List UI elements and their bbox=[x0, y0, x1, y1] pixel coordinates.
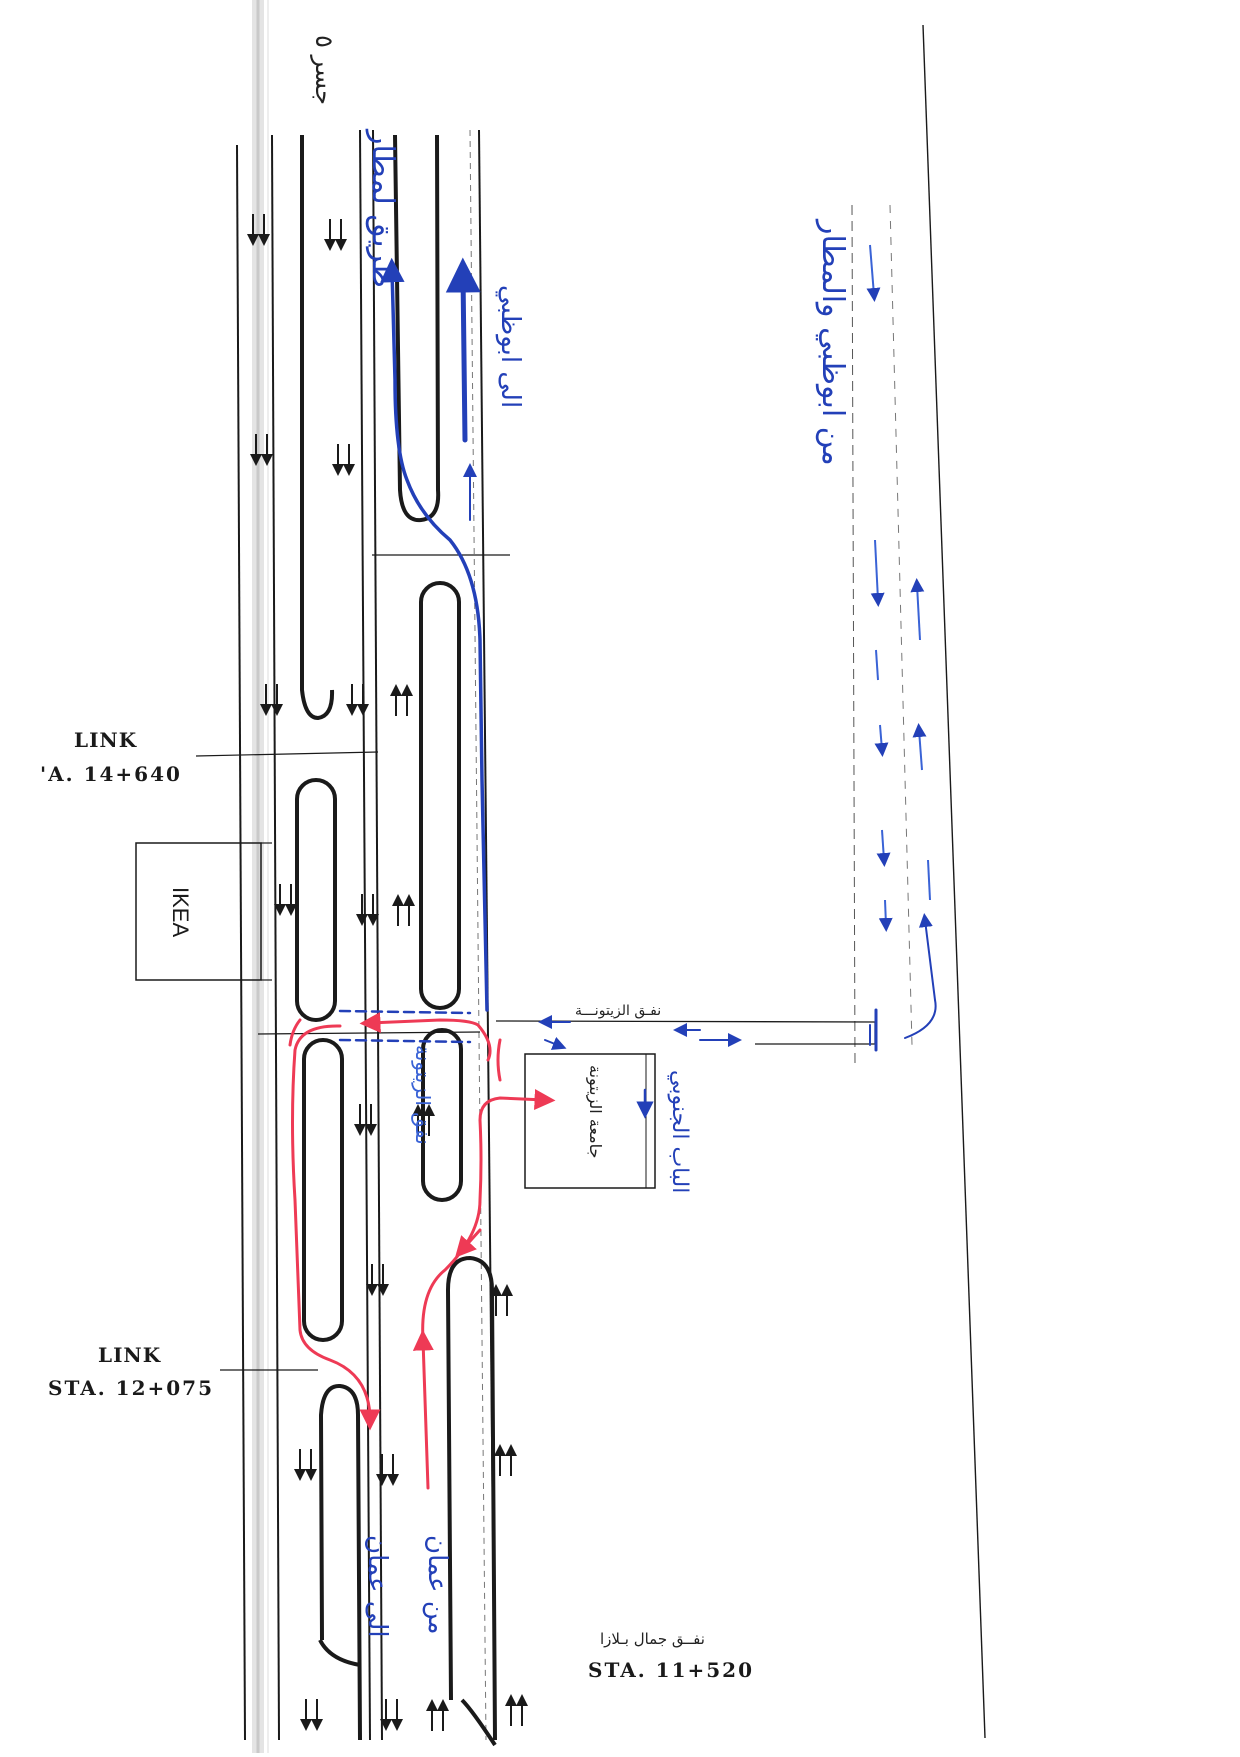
to-airport-label: طريق لمطار bbox=[365, 130, 400, 289]
right-road-edge-line bbox=[851, 204, 856, 1066]
from-amman-label: من عمان bbox=[422, 1535, 452, 1635]
link-14640-station: 'A. 14+640 bbox=[40, 762, 182, 786]
link-12075-station: STA. 12+075 bbox=[48, 1376, 215, 1400]
link-14640-title: LINK bbox=[74, 728, 138, 752]
zaytouna-tunnel-road bbox=[495, 1020, 876, 1045]
university-building bbox=[524, 1053, 656, 1189]
from-abu-dhabi-airport-label: من ابوظبي والمطار bbox=[815, 220, 850, 466]
to-abu-dhabi-label: الى ابوظبي bbox=[495, 285, 525, 409]
route-to-airport bbox=[380, 257, 489, 1012]
route-straight-north bbox=[445, 257, 481, 443]
bridge-5-label: جسر ٥ bbox=[310, 35, 338, 106]
zaytouna-tunnel-label: نفـق الزيتونـــة bbox=[575, 1003, 662, 1019]
bottom-station: STA. 11+520 bbox=[588, 1658, 755, 1682]
route-university-to-amman bbox=[359, 1012, 492, 1062]
ikea-label: IKEA bbox=[168, 887, 193, 938]
road-edges bbox=[236, 129, 496, 1741]
tunnel-dashed-bottom bbox=[338, 1038, 472, 1044]
zaytouna-tunnel-ink-label: نفق الزيتونة bbox=[411, 1045, 435, 1145]
lane-arrow-group bbox=[247, 214, 528, 1731]
right-side-traffic-arrows bbox=[866, 244, 931, 932]
to-amman-label: الى عمان bbox=[362, 1535, 392, 1638]
southern-gate-label: الباب الجنوبي bbox=[667, 1070, 692, 1194]
loop-ramps bbox=[295, 134, 497, 1747]
jamal-plaza-tunnel-label: نفــق جمال بـلازا bbox=[600, 1630, 705, 1648]
link-12075-title: LINK bbox=[98, 1343, 162, 1367]
ikea-building bbox=[135, 842, 262, 981]
red-route bbox=[288, 1012, 556, 1490]
scan-edge-shadow bbox=[252, 0, 269, 1753]
zaytouna-university-label: جامعة الزيتونة bbox=[586, 1065, 605, 1159]
right-road-edge-line-2 bbox=[889, 204, 913, 1046]
blue-route bbox=[338, 257, 937, 1119]
right-boundary-line bbox=[922, 24, 986, 1739]
tunnel-dashed-top bbox=[338, 1009, 472, 1015]
route-from-amman-to-university bbox=[412, 1329, 434, 1490]
